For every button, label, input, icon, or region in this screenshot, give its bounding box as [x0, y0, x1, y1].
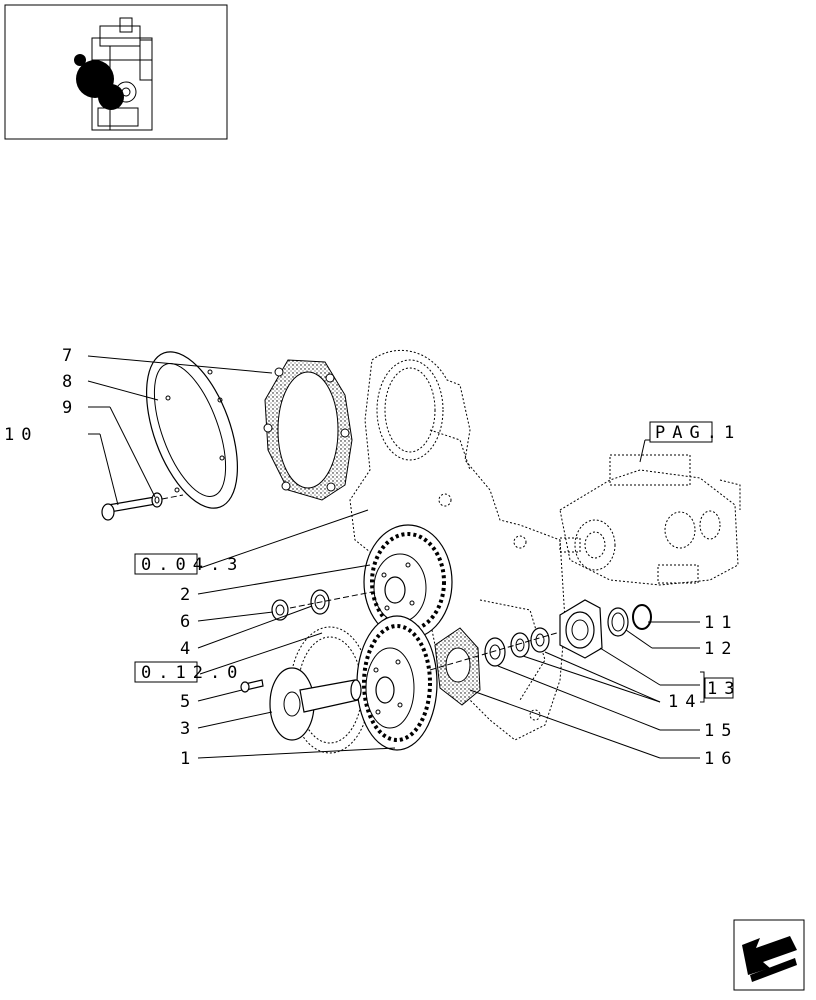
shaft-washer — [484, 637, 506, 667]
callout-8: 8 — [62, 372, 79, 392]
idler-gear-lower — [356, 615, 438, 751]
ref-box-0120 — [134, 661, 198, 683]
injection-pump-outline — [559, 454, 741, 586]
callout-6: 6 — [180, 612, 197, 632]
bolt — [101, 496, 157, 521]
callout-7: 7 — [62, 346, 79, 366]
callout-11: 11 — [704, 613, 738, 633]
ref-box-pag1 — [649, 421, 713, 443]
circlip — [632, 604, 652, 630]
callout-3: 3 — [180, 719, 197, 739]
callout-9: 9 — [62, 398, 79, 418]
callout-5: 5 — [180, 692, 197, 712]
bearings — [510, 627, 550, 658]
callout-14: 14 — [668, 692, 702, 712]
ref-0120[interactable]: 0.12.0 — [141, 663, 244, 683]
ref-pag1[interactable]: PAG.1 — [655, 423, 741, 443]
ref-box-13 — [704, 677, 734, 699]
callout-15: 15 — [704, 721, 738, 741]
screw — [240, 679, 264, 693]
callout-12: 12 — [704, 639, 738, 659]
callout-2: 2 — [180, 585, 197, 605]
pump-flange-plate — [434, 627, 481, 706]
ref-0043[interactable]: 0.04.3 — [141, 555, 244, 575]
cover-plate — [145, 351, 239, 509]
callout-4: 4 — [180, 639, 197, 659]
callout-13: 13 — [707, 679, 741, 699]
leader-lines — [87, 355, 705, 759]
hub-flange — [269, 667, 362, 741]
oil-seal — [607, 607, 629, 637]
bearing-housing — [559, 599, 603, 659]
next-page-arrow-icon[interactable] — [733, 919, 805, 991]
gasket — [263, 359, 353, 501]
bushing — [271, 599, 289, 621]
callout-10: 10 — [4, 425, 38, 445]
engine-thumbnail-icon[interactable] — [4, 4, 228, 140]
callout-1: 1 — [180, 749, 197, 769]
ref-box-0043 — [134, 553, 198, 575]
callout-16: 16 — [704, 749, 738, 769]
